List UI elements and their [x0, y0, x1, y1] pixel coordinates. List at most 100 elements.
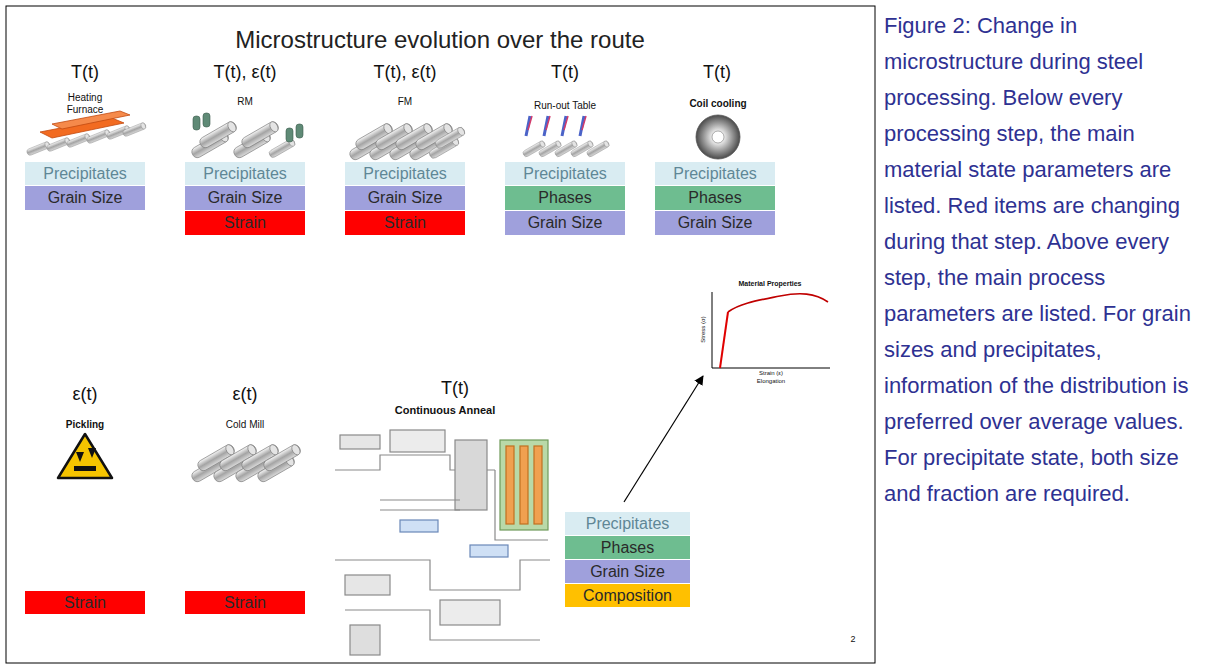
- state-band: Grain Size: [185, 186, 305, 210]
- continuous-anneal-icon: [400, 520, 438, 532]
- state-band: Strain: [185, 591, 305, 614]
- process-parameter: T(t): [662, 62, 772, 83]
- state-band: Precipitates: [345, 162, 465, 185]
- process-parameter: ε(t): [205, 384, 285, 405]
- state-band: Phases: [505, 186, 625, 210]
- state-label: Grain Size: [48, 189, 123, 207]
- state-band: Strain: [185, 211, 305, 235]
- continuous-anneal-icon: [534, 446, 542, 524]
- graph-label: Strain (ε): [741, 370, 801, 377]
- process-parameter: T(t): [510, 62, 620, 83]
- step-name: Heating Furnace: [56, 92, 114, 115]
- state-label: Grain Size: [368, 189, 443, 207]
- finishing-mill-icon: [434, 126, 466, 150]
- coil-icon: [696, 115, 740, 159]
- coil-icon: [712, 131, 724, 143]
- pickling-hazard-icon: [76, 448, 96, 462]
- page-number: 2: [843, 634, 863, 644]
- coil-icon: [696, 115, 740, 159]
- continuous-anneal-icon: [350, 625, 380, 655]
- roughing-mill-icon: [296, 124, 303, 138]
- state-band: Grain Size: [505, 211, 625, 235]
- state-label: Phases: [538, 189, 591, 207]
- result-arrow: [624, 376, 703, 502]
- roughing-mill-icon: [203, 113, 210, 127]
- state-band: Grain Size: [565, 560, 690, 583]
- state-band: Precipitates: [655, 162, 775, 185]
- slide-title: Microstructure evolution over the route: [40, 26, 840, 54]
- continuous-anneal-icon: [345, 575, 390, 595]
- step-name: FM: [375, 96, 435, 108]
- state-band: Precipitates: [505, 162, 625, 185]
- heating-furnace-icon: [26, 111, 147, 156]
- state-label: Phases: [601, 539, 654, 557]
- step-name: Cold Mill: [205, 419, 285, 431]
- process-parameter: ε(t): [45, 384, 125, 405]
- state-band: Strain: [345, 211, 465, 235]
- property-graph: [712, 292, 830, 368]
- continuous-anneal-icon: [340, 435, 380, 449]
- run-out-table-icon: [586, 140, 610, 158]
- process-parameter: T(t): [30, 62, 140, 83]
- continuous-anneal-icon: [520, 446, 528, 524]
- state-label: Strain: [224, 214, 266, 232]
- state-label: Precipitates: [363, 165, 447, 183]
- state-band: Grain Size: [345, 186, 465, 210]
- state-band: Precipitates: [565, 512, 690, 535]
- continuous-anneal-icon: [500, 440, 548, 530]
- step-name: Run-out Table: [520, 100, 610, 112]
- state-label: Grain Size: [208, 189, 283, 207]
- process-parameter: T(t), ε(t): [180, 62, 310, 83]
- graph-label: Elongation: [741, 378, 801, 385]
- run-out-table-icon: [522, 116, 610, 158]
- property-graph: [728, 294, 828, 312]
- run-out-table-icon: [528, 116, 586, 130]
- state-band: Phases: [565, 536, 690, 559]
- state-label: Precipitates: [586, 515, 670, 533]
- state-band: Precipitates: [25, 162, 145, 185]
- roughing-mill-icon: [286, 128, 293, 142]
- step-name: RM: [215, 96, 275, 108]
- state-label: Grain Size: [590, 563, 665, 581]
- slide-border: [6, 6, 875, 663]
- state-band: Phases: [655, 186, 775, 210]
- pickling-hazard-icon: [58, 434, 112, 478]
- graph-label: Material Properties: [720, 280, 820, 288]
- state-label: Precipitates: [523, 165, 607, 183]
- continuous-anneal-icon: [495, 470, 548, 540]
- cold-mill-icon: [262, 443, 302, 473]
- continuous-anneal-icon: [390, 430, 445, 452]
- state-label: Phases: [688, 189, 741, 207]
- cold-mill-icon: [190, 443, 302, 484]
- continuous-anneal-icon: [506, 446, 514, 524]
- figure-caption: Figure 2: Change in microstructure durin…: [884, 8, 1206, 512]
- state-band: Strain: [25, 591, 145, 614]
- state-band: Grain Size: [25, 186, 145, 210]
- state-label: Precipitates: [203, 165, 287, 183]
- property-graph: [712, 292, 830, 368]
- graph-label: Stress (σ): [700, 304, 707, 354]
- continuous-anneal-icon: [470, 545, 508, 557]
- state-label: Grain Size: [678, 214, 753, 232]
- step-name: Pickling: [45, 419, 125, 431]
- state-label: Grain Size: [528, 214, 603, 232]
- state-band: Grain Size: [655, 211, 775, 235]
- roughing-mill-icon: [193, 116, 200, 130]
- state-label: Precipitates: [673, 165, 757, 183]
- continuous-anneal-icon: [380, 500, 460, 510]
- state-label: Strain: [384, 214, 426, 232]
- property-graph: [720, 312, 728, 368]
- roughing-mill-icon: [190, 113, 303, 160]
- state-band: Composition: [565, 584, 690, 607]
- pickling-hazard-icon: [58, 434, 112, 478]
- continuous-anneal-icon: [440, 600, 500, 625]
- step-name: Coil cooling: [673, 98, 763, 110]
- process-parameter: T(t), ε(t): [340, 62, 470, 83]
- roughing-mill-icon: [240, 120, 280, 150]
- continuous-anneal-icon: [335, 430, 550, 655]
- finishing-mill-icon: [348, 122, 466, 162]
- state-label: Strain: [64, 594, 106, 612]
- state-label: Composition: [583, 587, 672, 605]
- process-parameter: T(t): [415, 378, 495, 399]
- step-name: Continuous Anneal: [375, 404, 515, 417]
